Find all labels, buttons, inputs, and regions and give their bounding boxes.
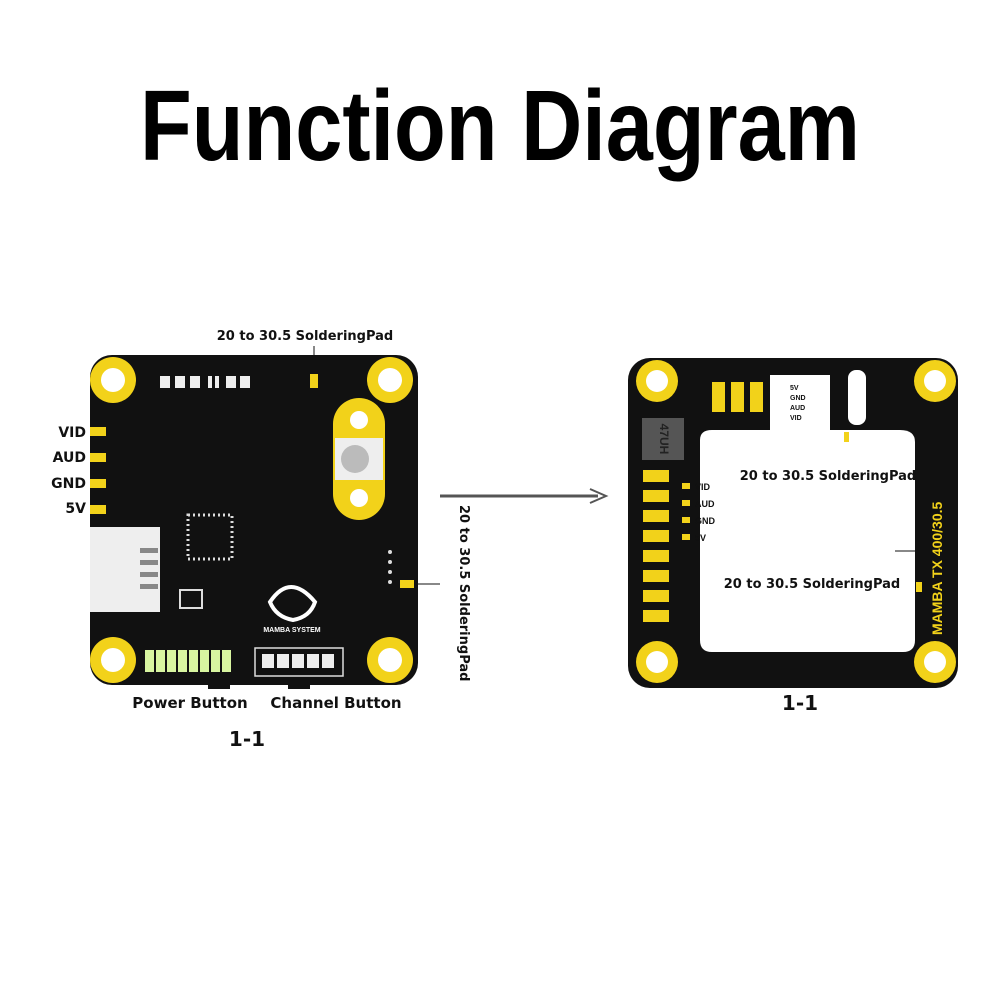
side-soldering-pad-label: 20 to 30.5 SolderingPad: [724, 577, 900, 592]
side-pin-pads: [90, 427, 106, 514]
pin-label-5v: 5V: [65, 501, 86, 517]
svg-text:5V: 5V: [790, 385, 799, 392]
right-board-bottom-view: 5V GND AUD VID 47UH VID AUD GND 5V 20 to…: [628, 358, 958, 715]
top-header-pads: [160, 374, 318, 388]
svg-text:5V: 5V: [695, 533, 706, 543]
channel-button[interactable]: [288, 683, 310, 689]
inductor: [642, 418, 684, 460]
pin-label-gnd: GND: [51, 476, 86, 492]
pin-label-vid: VID: [58, 425, 86, 441]
connector: [90, 527, 160, 612]
svg-text:MAMBA SYSTEM: MAMBA SYSTEM: [263, 627, 320, 634]
page-title: Function Diagram: [140, 70, 860, 182]
right-pin-labels: VID AUD GND 5V: [695, 482, 716, 543]
power-button-label: Power Button: [132, 694, 247, 712]
side-soldering-pad: [400, 580, 414, 588]
antenna-connector: [333, 398, 385, 520]
svg-text:AUD: AUD: [695, 499, 715, 509]
figure-label-right: 1-1: [782, 691, 818, 715]
model-text: MAMBA TX 400/30.5: [929, 501, 945, 635]
cutout-window: [700, 430, 915, 652]
side-soldering-pad-label: 20 to 30.5 SolderingPad: [456, 505, 471, 681]
figure-label-left: 1-1: [229, 727, 265, 751]
connector: [770, 375, 830, 435]
mcu-chip: [186, 513, 234, 561]
svg-text:VID: VID: [695, 482, 711, 492]
led-indicators: [145, 650, 231, 672]
left-pin-labels: VID AUD GND 5V: [51, 425, 86, 517]
left-board-top-view: 20 to 30.5 SolderingPad VID AUD GND 5V 2…: [51, 329, 471, 751]
channel-button-label: Channel Button: [270, 694, 401, 712]
mamba-logo: MAMBA SYSTEM: [263, 585, 321, 634]
svg-text:AUD: AUD: [790, 405, 805, 412]
component: [179, 589, 203, 609]
arrow-icon: [440, 488, 609, 504]
pin-label-aud: AUD: [53, 450, 86, 466]
svg-text:47UH: 47UH: [657, 424, 671, 455]
top-soldering-pad-label: 20 to 30.5 SolderingPad: [740, 469, 916, 484]
edge-pads: [643, 432, 922, 622]
top-soldering-pad-label: 20 to 30.5 SolderingPad: [217, 329, 393, 344]
power-button[interactable]: [208, 683, 230, 689]
svg-text:GND: GND: [695, 516, 716, 526]
svg-text:VID: VID: [790, 415, 802, 422]
svg-text:GND: GND: [790, 395, 806, 402]
